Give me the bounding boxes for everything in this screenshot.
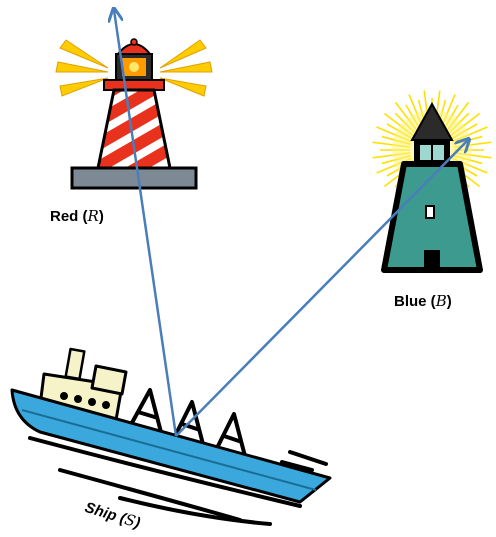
label-ship-symbol: S [122,510,138,531]
label-red-text: Red [50,208,79,225]
bearing-arrows [114,10,468,437]
arrow-ship-to-red [114,10,178,437]
red-lighthouse-icon [55,38,213,190]
arrow-ship-to-blue [175,140,468,437]
ship-icon [10,347,332,526]
label-red-symbol: R [87,207,99,225]
label-red: Red (R) [50,207,104,225]
blue-lighthouse-icon [372,90,492,273]
label-blue: Blue (B) [394,292,452,310]
label-blue-symbol: B [435,292,447,310]
label-blue-text: Blue [394,293,427,310]
